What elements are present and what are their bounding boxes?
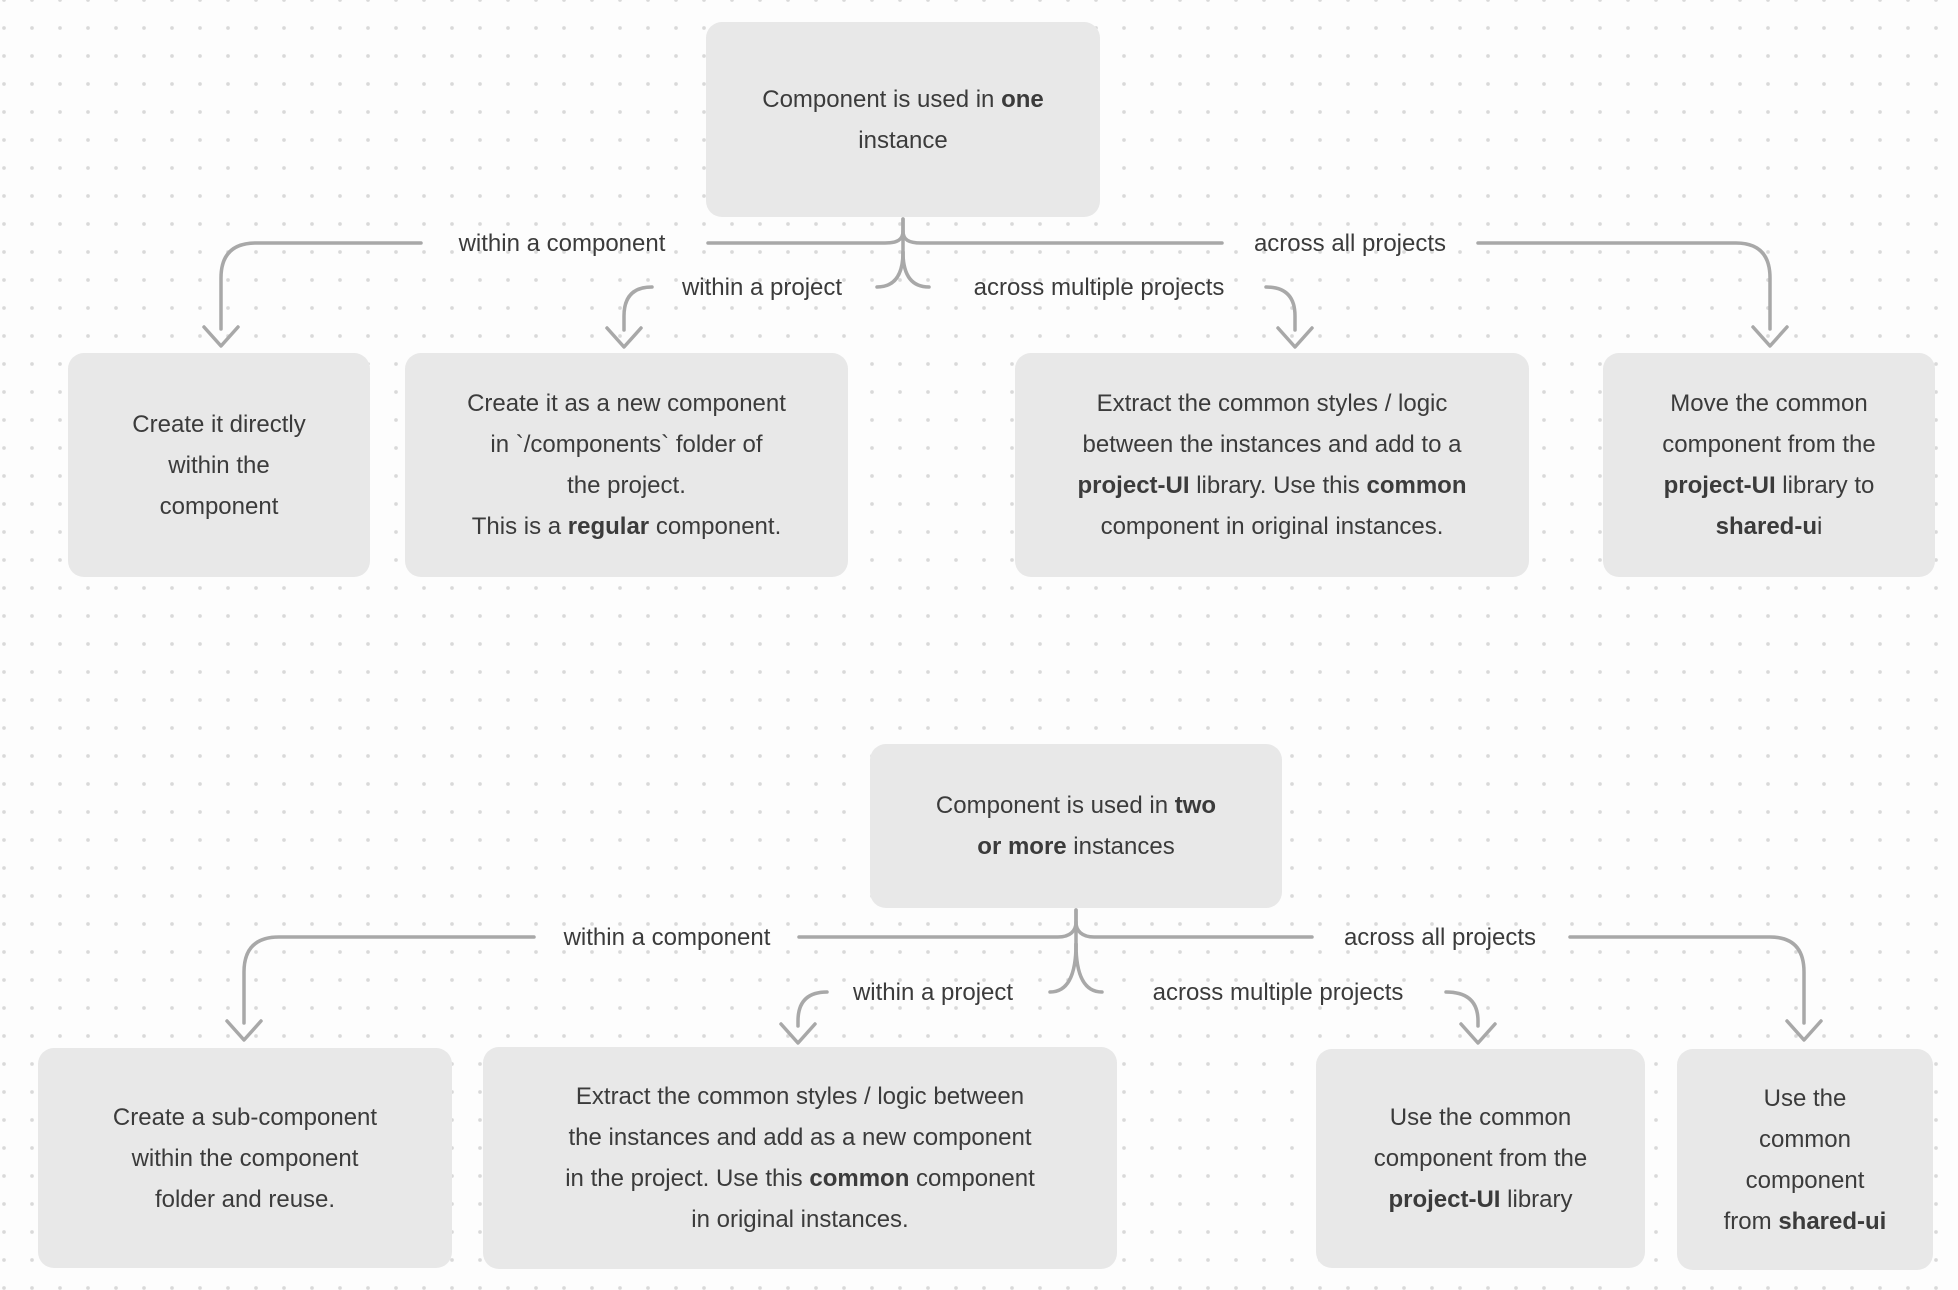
arrow-t2-foot-right	[1074, 942, 1104, 994]
arrow-t1-within-project	[605, 285, 654, 349]
arrow-t2-across-all	[1568, 935, 1823, 1042]
arrow-t1-across-multiple	[1264, 285, 1314, 349]
arrow-t2-across-multiple	[1444, 990, 1497, 1045]
edge-label-across-multiple-projects: across multiple projects	[973, 274, 1225, 301]
arrow-t2-within-project	[779, 990, 829, 1045]
arrow-t2-trunk-left-flare	[797, 908, 1078, 939]
edge-label-across-all-projects: across all projects	[1253, 230, 1447, 257]
edge-label-within-a-project: within a project	[681, 274, 843, 301]
arrow-t1-trunk-right-flare	[901, 217, 1224, 245]
arrow-t1-foot-right	[901, 250, 931, 289]
arrow-t2-trunk-right-flare	[1074, 908, 1314, 939]
edge-label-within-a-project: within a project	[852, 979, 1014, 1006]
arrow-t1-foot-left	[875, 250, 905, 289]
edge-label-across-multiple-projects: across multiple projects	[1152, 979, 1404, 1006]
arrow-t2-within-component	[225, 935, 536, 1042]
arrow-t1-within-component	[202, 241, 423, 348]
arrow-t2-foot-left	[1048, 942, 1078, 994]
node-extract-as-new-component-in-project: Extract the common styles / logic betwee…	[483, 1047, 1117, 1269]
arrow-t1-trunk-left-flare	[706, 217, 905, 245]
edge-label-across-all-projects: across all projects	[1343, 924, 1537, 951]
node-text: Extract the common styles / logic betwee…	[565, 1083, 1035, 1233]
edge-label-within-a-component: within a component	[458, 230, 666, 257]
arrow-t1-across-all	[1476, 241, 1789, 348]
edge-label-within-a-component: within a component	[563, 924, 771, 951]
